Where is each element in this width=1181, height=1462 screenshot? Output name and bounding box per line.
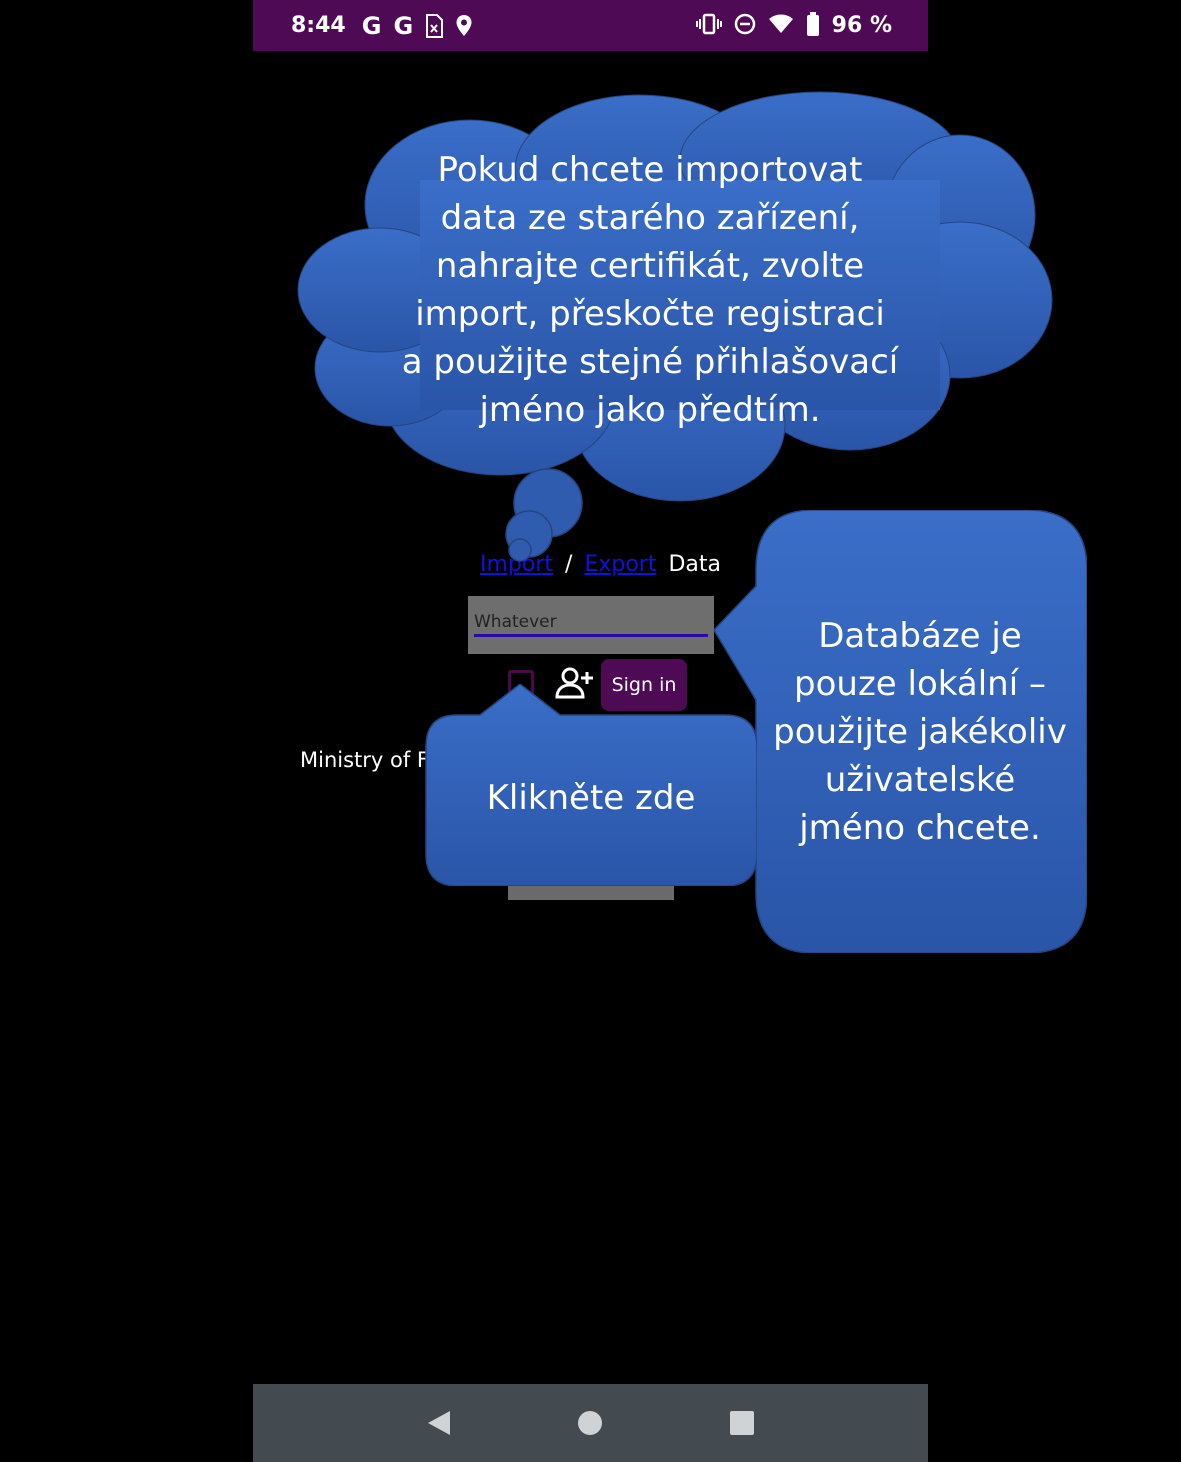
footer-text: Ministry of F <box>300 748 430 772</box>
recents-icon[interactable] <box>712 1393 772 1453</box>
sim-card-icon <box>425 13 444 38</box>
navigation-bar <box>253 1384 928 1462</box>
add-user-icon[interactable] <box>554 666 594 700</box>
header-suffix: Data <box>668 552 721 577</box>
import-export-header: Import / Export Data <box>480 552 721 577</box>
username-input[interactable] <box>474 612 708 637</box>
wifi-icon <box>768 14 794 38</box>
hidden-button[interactable] <box>508 884 674 900</box>
home-icon[interactable] <box>560 1393 620 1453</box>
google-icon: G <box>393 11 414 40</box>
sign-in-button[interactable]: Sign in <box>601 659 687 711</box>
status-bar: 8:44 G G 96 % <box>253 0 928 51</box>
export-link[interactable]: Export <box>584 552 657 577</box>
import-link[interactable]: Import <box>480 552 554 577</box>
do-not-disturb-icon <box>734 13 756 39</box>
clock: 8:44 <box>291 13 346 38</box>
vibrate-icon <box>695 13 722 39</box>
battery-icon <box>806 11 820 40</box>
back-icon[interactable] <box>409 1393 469 1453</box>
google-icon: G <box>361 11 382 40</box>
separator: / <box>565 552 573 577</box>
click-here-callout <box>425 684 757 886</box>
cloud-callout-text: Pokud chcete importovat data ze starého … <box>401 150 899 430</box>
location-pin-icon <box>455 14 473 38</box>
click-here-callout-text: Klikněte zde <box>486 778 696 818</box>
username-field <box>468 596 714 654</box>
database-callout-text: Databáze je pouze lokální – použijte jak… <box>773 616 1067 848</box>
battery-percent: 96 % <box>831 13 892 38</box>
